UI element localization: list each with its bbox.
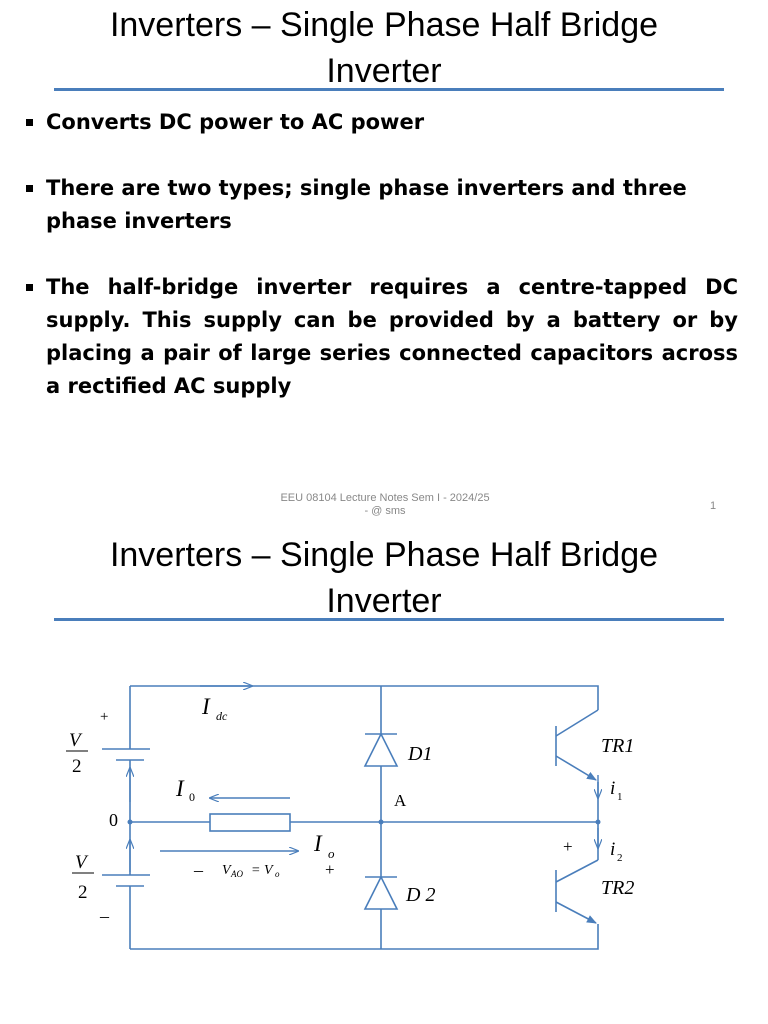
i2-label-sub: 2: [617, 852, 623, 864]
node-zero-label: 0: [109, 810, 118, 830]
slide-2-title: Inverters – Single Phase Half Bridge Inv…: [0, 532, 768, 624]
slide-2-title-line-2: Inverter: [326, 582, 442, 620]
io-label-main: I: [313, 831, 323, 856]
bullet-marker: [26, 284, 33, 291]
battery-top: [102, 748, 150, 761]
node-a-label: A: [394, 791, 407, 810]
idc-label-sub: dc: [216, 709, 228, 723]
v-top-denominator: 2: [72, 756, 82, 777]
slide-1-title-line-1: Inverters – Single Phase Half Bridge: [109, 6, 659, 44]
slide-2-title-line-1: Inverters – Single Phase Half Bridge: [109, 536, 659, 574]
v-over-2-bottom: V 2: [72, 852, 94, 903]
plus-top-label: +: [100, 709, 108, 725]
node-zero-dot: [127, 819, 133, 825]
half-bridge-circuit-diagram: + V 2 0 V 2 – I dc I 0 I o – V AO = V o …: [66, 530, 634, 950]
i1-label-main: i: [610, 778, 615, 799]
footer-line-2: - @ sms: [364, 505, 406, 517]
d2-label: D 2: [405, 884, 435, 906]
bullet-text: Converts DC power to AC power: [46, 110, 425, 134]
i0-label-sub: 0: [189, 790, 195, 804]
bullet-item: There are two types; single phase invert…: [26, 172, 738, 238]
battery-bottom: [102, 874, 150, 887]
slide-1-title-line-2: Inverter: [326, 52, 442, 90]
minus-bottom-label: –: [99, 906, 110, 926]
vao-label: V: [222, 863, 232, 878]
bullet-text: There are two types; single phase invert…: [46, 176, 687, 233]
page-number: 1: [710, 500, 717, 512]
bullet-marker: [26, 119, 33, 126]
bullet-list: Converts DC power to AC power There are …: [26, 106, 738, 403]
plus-right-label: +: [563, 837, 573, 856]
vao-equals-label: = V: [251, 863, 274, 878]
vao-plus-label: +: [325, 860, 335, 879]
bullet-item: Converts DC power to AC power: [26, 106, 738, 139]
node-right-dot: [595, 819, 601, 825]
bottom-wire: [130, 924, 599, 950]
tr1-label: TR1: [601, 735, 634, 757]
v-bottom-numerator: V: [75, 852, 89, 873]
v-top-numerator: V: [69, 730, 83, 751]
load-resistor: [209, 813, 291, 832]
v-over-2-top: V 2: [66, 730, 88, 777]
io-label-sub: o: [328, 846, 335, 861]
slide-1: Inverters – Single Phase Half Bridge Inv…: [0, 2, 768, 518]
node-a-dot: [378, 819, 384, 825]
bullet-item: The half-bridge inverter requires a cent…: [26, 271, 738, 403]
transistor-tr2: [555, 859, 599, 924]
diode-d2: [363, 875, 399, 910]
tr2-label: TR2: [601, 877, 634, 899]
slide-footer: EEU 08104 Lecture Notes Sem I - 2024/25 …: [230, 492, 540, 518]
slide-1-title: Inverters – Single Phase Half Bridge Inv…: [0, 2, 768, 94]
transistor-tr1: [555, 709, 599, 781]
vao-equals-sub: o: [275, 869, 280, 879]
idc-label-main: I: [201, 694, 211, 719]
top-wire: [130, 685, 599, 710]
bullet-text: The half-bridge inverter requires a cent…: [46, 275, 738, 398]
i2-label-main: i: [610, 839, 615, 860]
title-underline: [54, 618, 724, 621]
footer-line-1: EEU 08104 Lecture Notes Sem I - 2024/25: [280, 492, 490, 504]
i1-label-sub: 1: [617, 791, 623, 803]
vao-label-sub: AO: [230, 869, 243, 879]
title-underline: [54, 88, 724, 91]
d1-label: D1: [407, 743, 432, 765]
bullet-marker: [26, 185, 33, 192]
v-bottom-denominator: 2: [78, 882, 88, 903]
diode-d1: [363, 732, 399, 767]
i0-label-main: I: [175, 776, 185, 801]
slide-2: Inverters – Single Phase Half Bridge Inv…: [0, 530, 768, 1024]
vao-minus-label: –: [193, 860, 204, 880]
